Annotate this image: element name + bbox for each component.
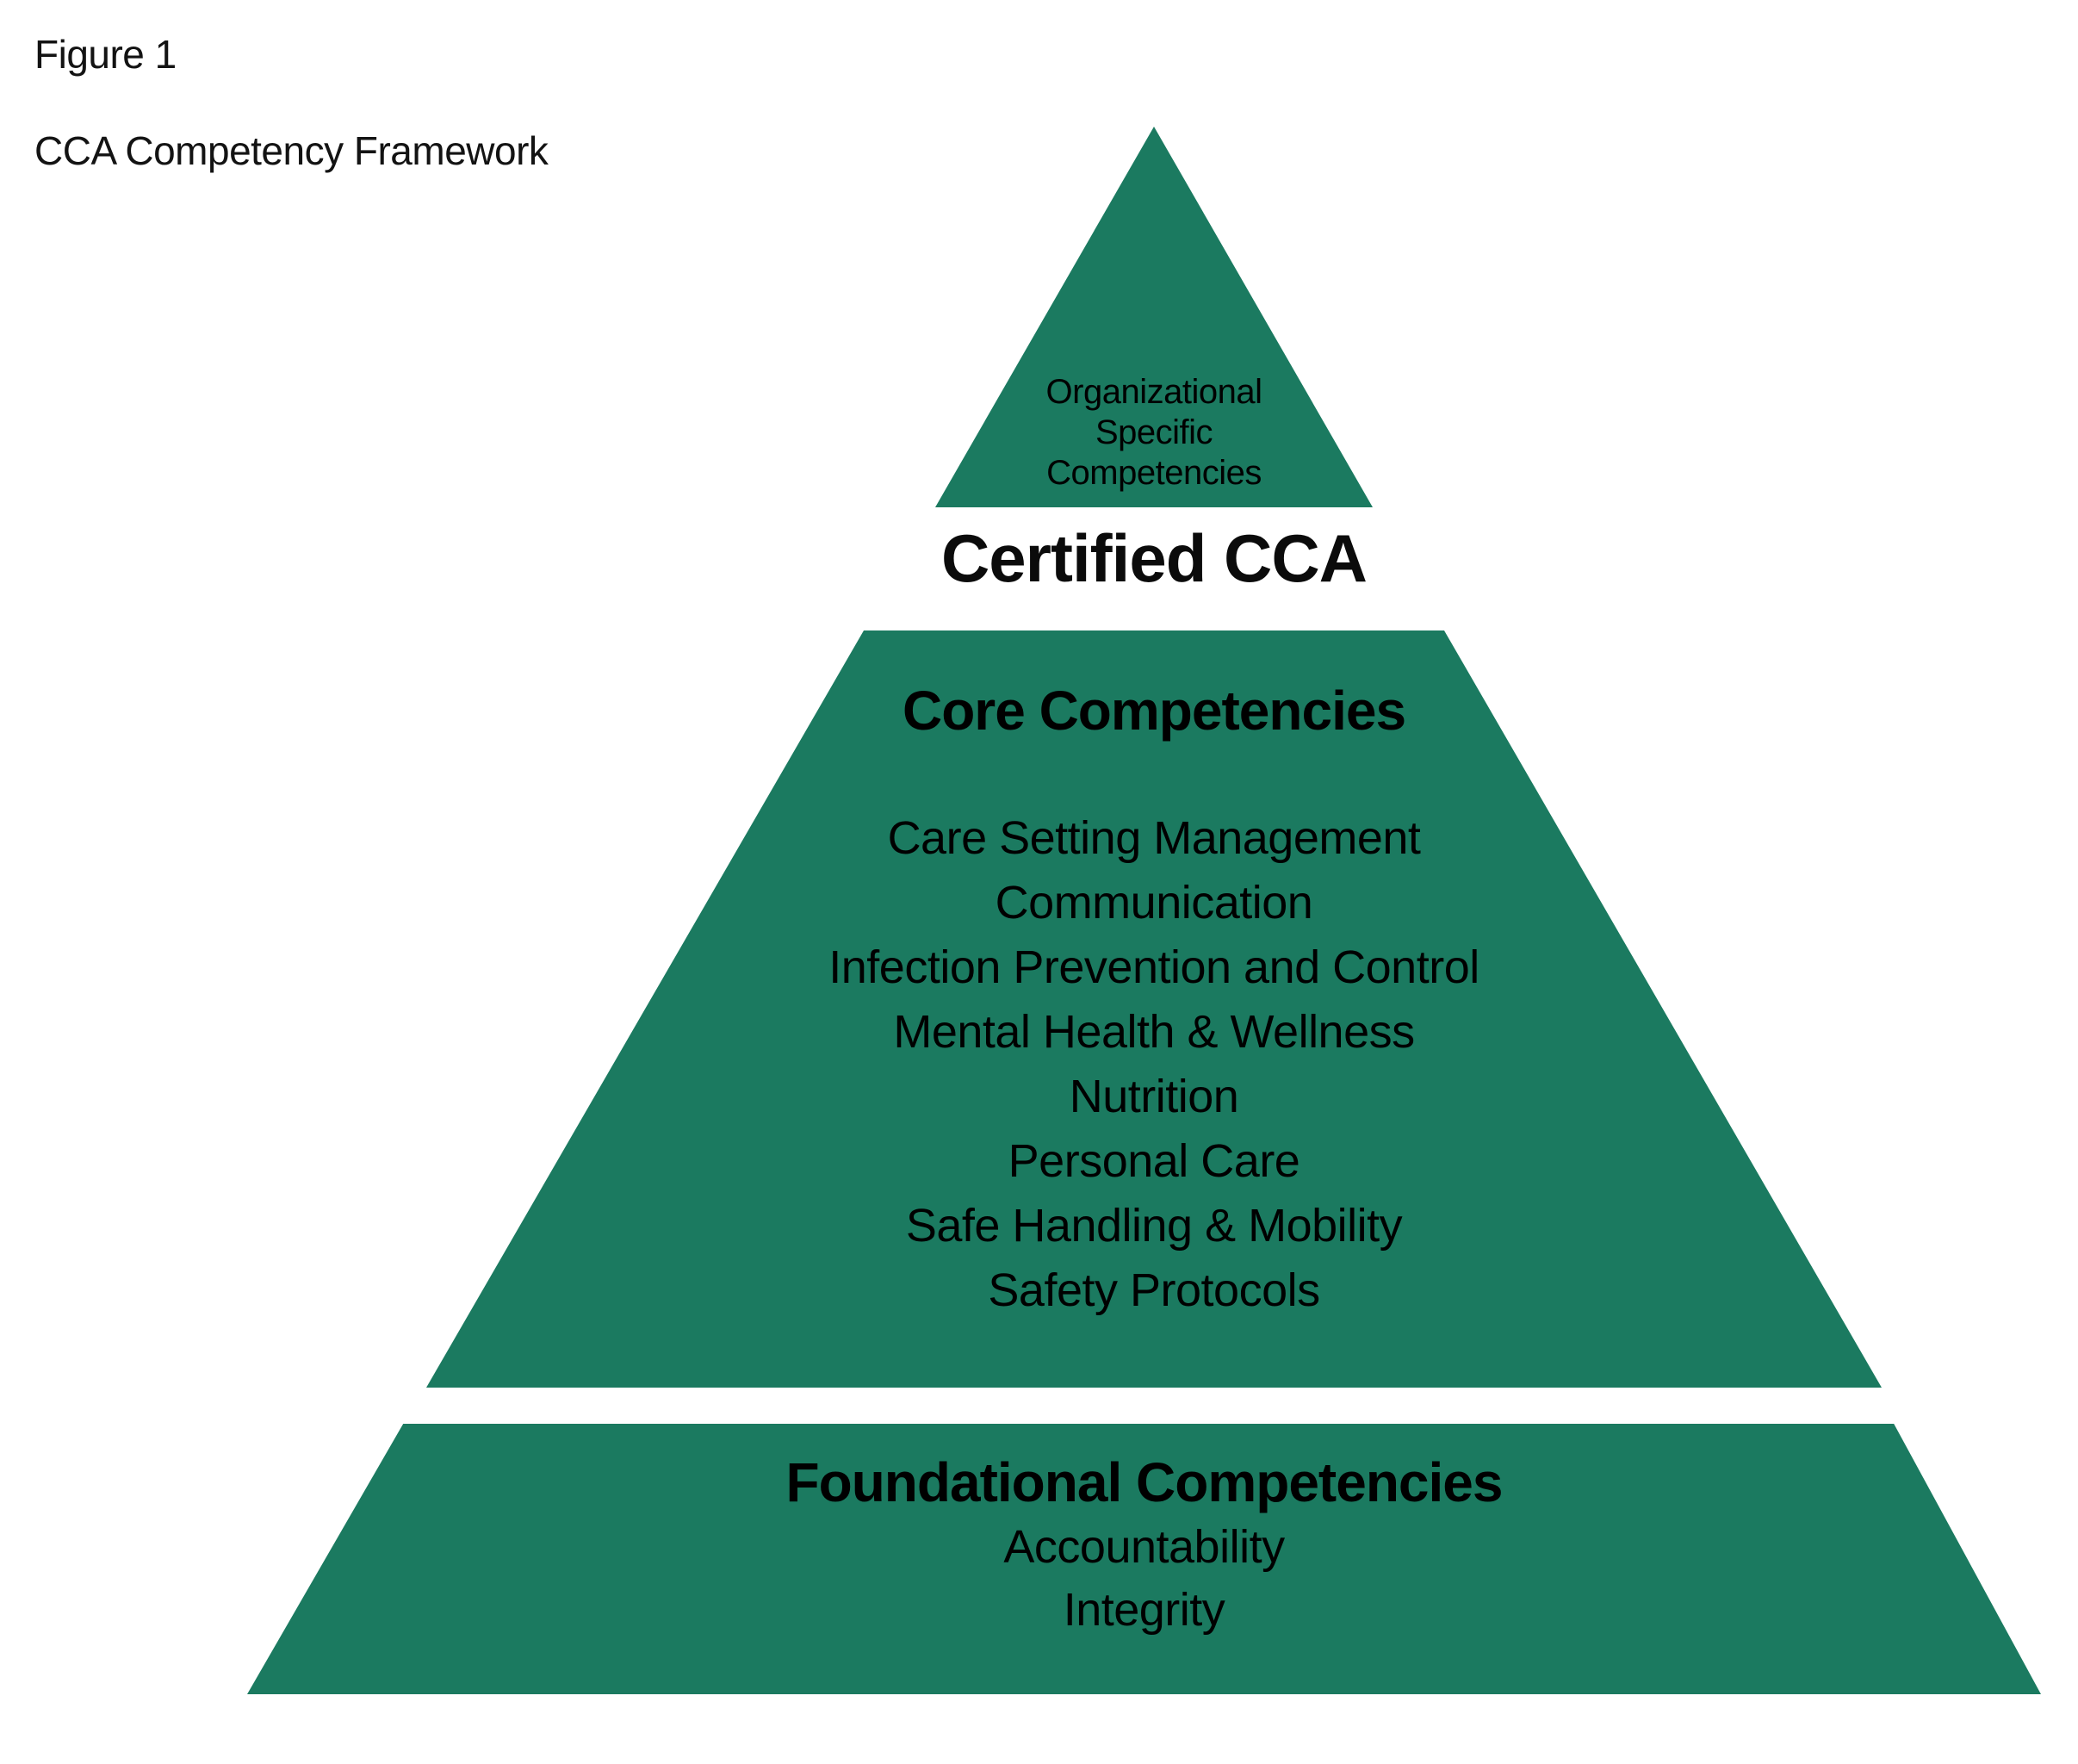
core-competency-item: Infection Prevention and Control bbox=[828, 941, 1479, 993]
foundational-competency-item: Integrity bbox=[1063, 1584, 1225, 1636]
figure-label: Figure 1 bbox=[34, 32, 177, 77]
top-tier-line: Competencies bbox=[1046, 454, 1262, 492]
certified-cca-label: Certified CCA bbox=[940, 520, 1368, 596]
core-competencies-tier: Core Competencies Care Setting Managemen… bbox=[426, 630, 1882, 1388]
top-tier-line: Specific bbox=[1095, 413, 1213, 451]
core-competency-item: Care Setting Management bbox=[887, 812, 1421, 864]
core-competency-item: Nutrition bbox=[1069, 1071, 1239, 1122]
core-competency-item: Communication bbox=[995, 877, 1313, 929]
foundational-competency-item: Accountability bbox=[1003, 1521, 1285, 1573]
core-competency-item: Personal Care bbox=[1008, 1135, 1300, 1187]
core-competency-item: Mental Health & Wellness bbox=[893, 1006, 1415, 1058]
core-competency-item: Safety Protocols bbox=[988, 1264, 1320, 1316]
foundational-competencies-title: Foundational Competencies bbox=[785, 1451, 1504, 1513]
organizational-competencies-triangle: Organizational Specific Competencies bbox=[935, 127, 1373, 507]
core-competency-item: Safe Handling & Mobility bbox=[905, 1200, 1403, 1252]
top-tier-line: Organizational bbox=[1045, 373, 1262, 411]
figure-title: CCA Competency Framework bbox=[34, 128, 549, 173]
core-competencies-title: Core Competencies bbox=[902, 680, 1406, 742]
foundational-competencies-tier: Foundational Competencies Accountability… bbox=[247, 1424, 2041, 1694]
